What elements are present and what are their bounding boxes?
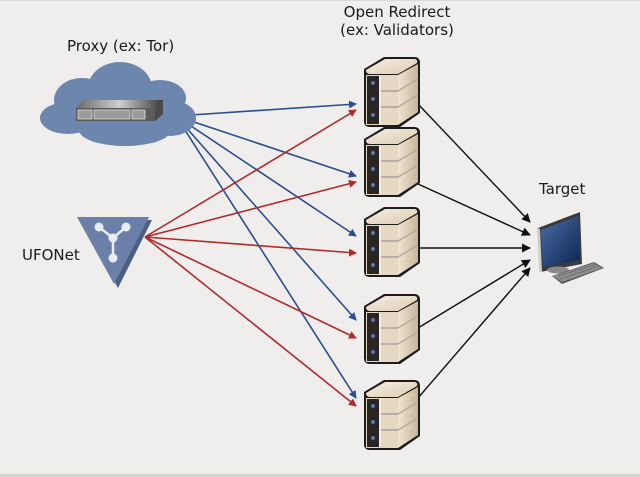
proxy-arrow-to-server-5 <box>175 115 357 399</box>
server-3[interactable] <box>364 207 420 277</box>
network-nodes-icon <box>94 222 131 263</box>
open-redirect-label: Open Redirect (ex: Validators) <box>322 3 472 39</box>
server-led-icon <box>371 81 375 85</box>
router-icon <box>76 100 163 121</box>
server-led-icon <box>371 231 375 235</box>
target-arrows <box>417 103 531 399</box>
server-led-icon <box>371 334 375 338</box>
server-led-icon <box>371 318 375 322</box>
proxy-arrows <box>175 100 357 399</box>
top-border <box>0 0 640 1</box>
server-led-icon <box>371 113 375 117</box>
server-led-icon <box>371 350 375 354</box>
proxy-label: Proxy (ex: Tor) <box>67 37 175 55</box>
server-4-arrow-to-target <box>417 259 531 329</box>
ufonet-node[interactable] <box>77 217 152 288</box>
server-1-arrow-to-target <box>417 103 531 223</box>
server-led-icon <box>371 404 375 408</box>
server-led-icon <box>371 436 375 440</box>
ufonet-arrow-to-server-1 <box>144 109 357 238</box>
server-led-icon <box>371 247 375 251</box>
proxy-arrow-to-server-1 <box>175 100 357 117</box>
bottom-border <box>0 474 640 477</box>
server-4[interactable] <box>364 294 420 364</box>
open-redirect-label-line2: (ex: Validators) <box>340 21 454 39</box>
server-2[interactable] <box>364 127 420 197</box>
ufonet-arrow-to-server-3 <box>144 236 357 257</box>
open-redirect-servers <box>364 57 420 450</box>
server-led-icon <box>371 420 375 424</box>
ufonet-arrow-to-server-2 <box>144 179 357 238</box>
desktop-computer-icon <box>537 212 604 284</box>
server-5-arrow-to-target <box>417 267 531 399</box>
open-redirect-label-line1: Open Redirect <box>343 3 451 21</box>
ufonet-label: UFONet <box>22 246 80 264</box>
ufonet-arrow-to-server-5 <box>144 236 357 407</box>
server-2-arrow-to-target <box>417 183 531 236</box>
server-led-icon <box>371 167 375 171</box>
target-label: Target <box>539 180 586 198</box>
ufonet-arrow-to-server-4 <box>144 236 357 339</box>
server-led-icon <box>371 183 375 187</box>
target-node[interactable] <box>537 212 604 284</box>
ufonet-arrows <box>144 109 357 407</box>
server-1[interactable] <box>364 57 420 127</box>
proxy-arrow-to-server-2 <box>175 115 357 178</box>
proxy-arrow-to-server-3 <box>175 115 357 237</box>
proxy-arrow-to-server-4 <box>175 115 357 321</box>
server-led-icon <box>371 151 375 155</box>
server-led-icon <box>371 97 375 101</box>
server-5[interactable] <box>364 380 420 450</box>
proxy-node[interactable] <box>40 62 196 146</box>
server-led-icon <box>371 263 375 267</box>
